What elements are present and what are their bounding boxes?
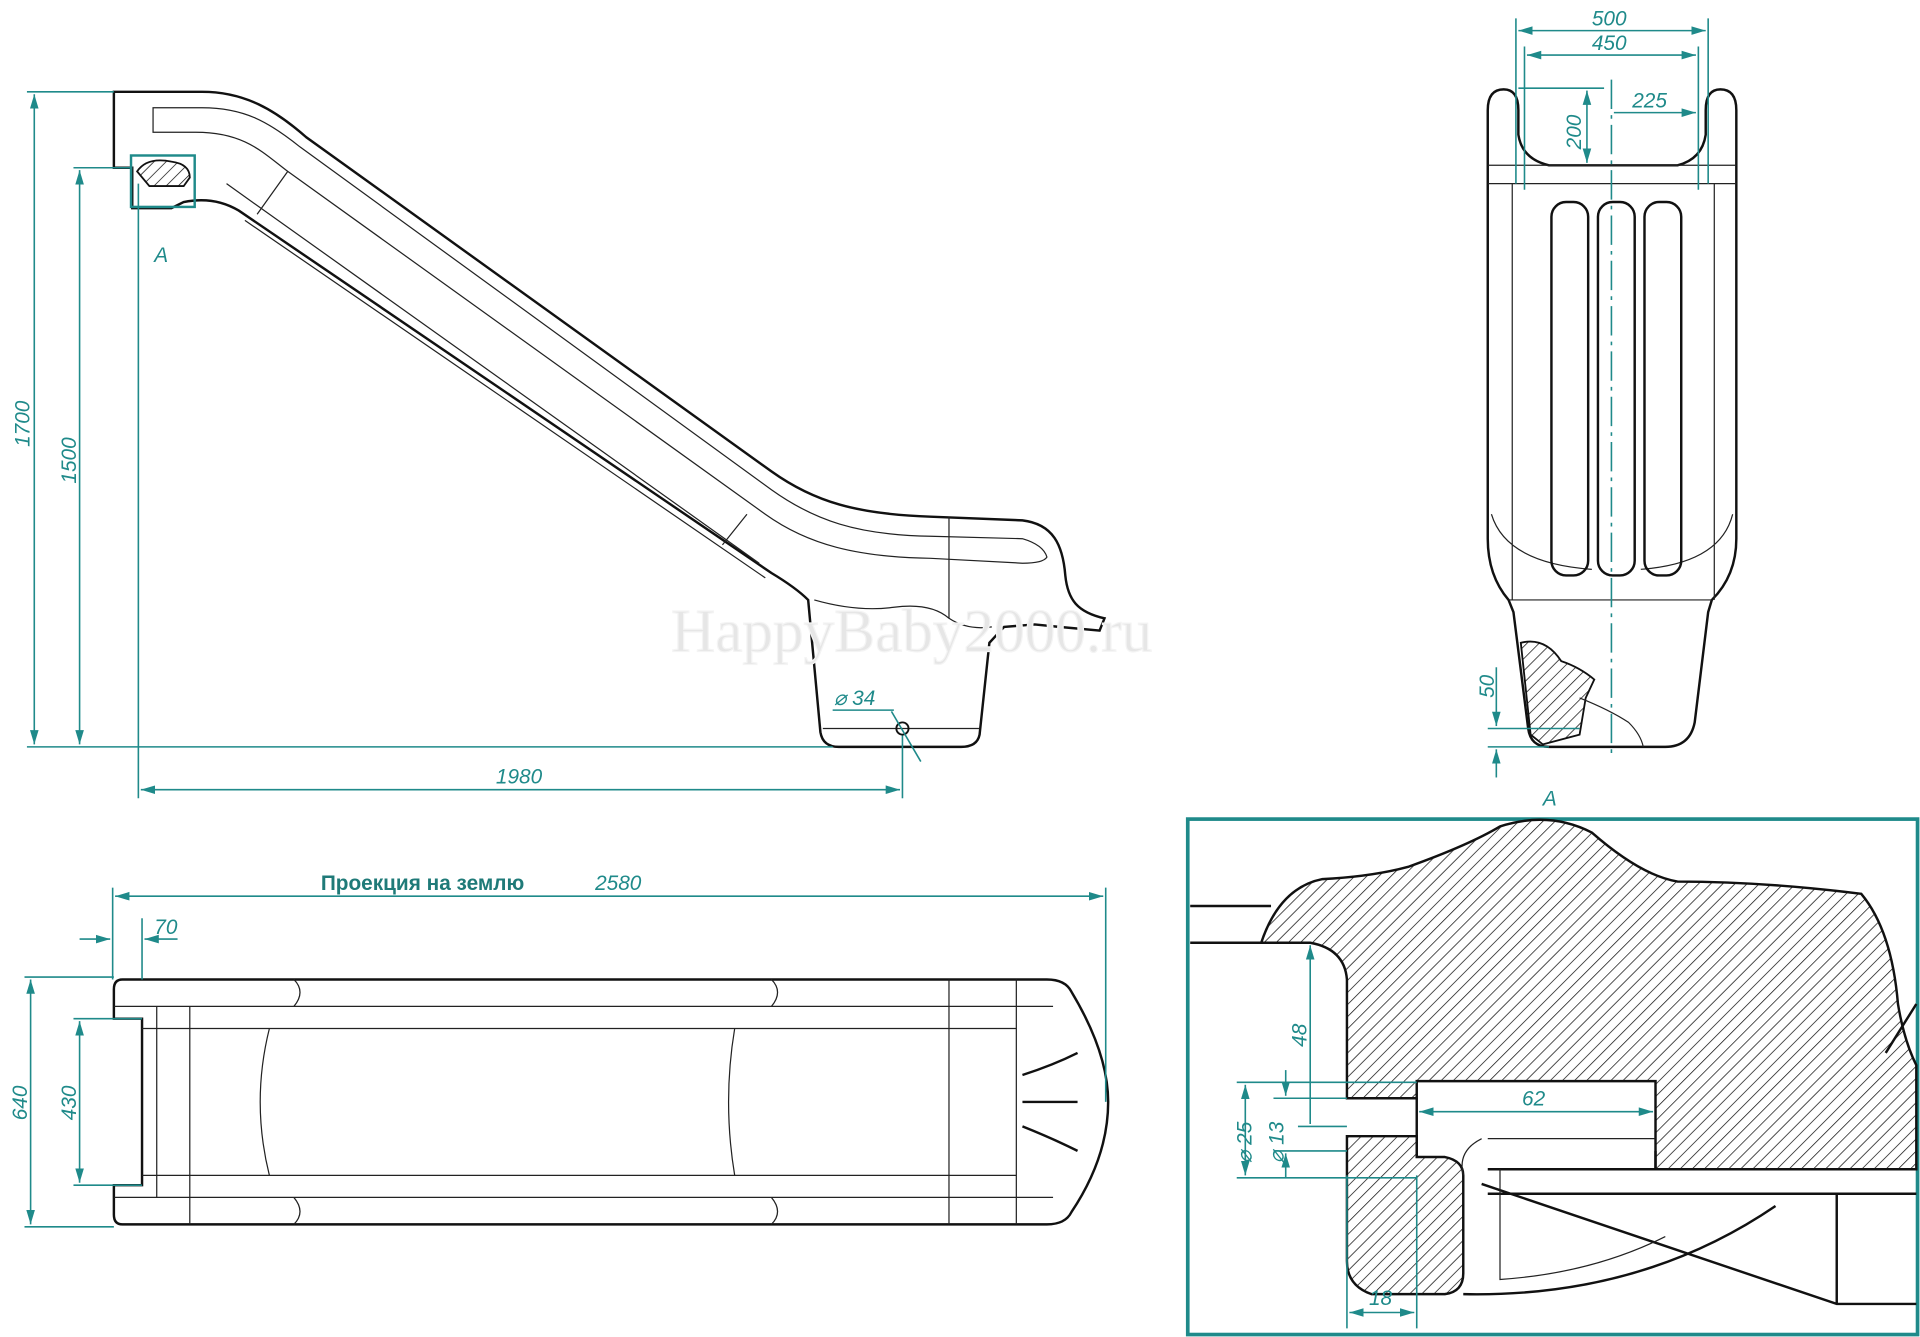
dim-horizontal-length: 1980 [496,766,543,789]
front-view-grooves [1550,200,1683,577]
dim-inner-width: 450 [1592,32,1627,55]
dim-overall-height: 1700 [11,400,34,447]
detail-a-hatch [135,159,191,188]
dim-inner-diameter: ⌀ 13 [1265,1121,1288,1163]
section-label: A [1541,788,1557,811]
detail-a-frame [129,154,196,209]
plan-view: Проекция на землю 2580 70 640 430 [9,872,1110,1228]
dim-outer-width: 500 [1592,8,1627,31]
dim-bottom-offset: 50 [1476,674,1499,698]
dim-slot-length: 62 [1522,1088,1546,1111]
slide-side-rail [152,107,1048,564]
dim-overlap: 70 [154,916,178,939]
slide-side-outline [112,90,1107,749]
watermark: HappyBaby2000.ru [671,597,1152,665]
dim-side-height: 200 [1563,114,1586,150]
dim-hole-diameter: ⌀ 34 [834,687,875,710]
detail-marker-label: A [152,244,168,267]
dim-platform-height: 1500 [58,437,81,484]
side-view: A 1700 1500 1980 ⌀ 34 [11,90,1107,799]
plan-view-title: Проекция на землю [321,872,524,895]
dim-ground-length: 2580 [594,872,642,895]
detail-a-view: 48 ⌀ 25 ⌀ 13 62 18 [1185,817,1920,1337]
front-section-hatch [1519,640,1596,746]
dim-wall-thickness: 18 [1369,1287,1393,1310]
dim-outer-diameter: ⌀ 25 [1233,1121,1256,1163]
plan-exit-ribs [1021,1051,1079,1152]
front-view: 500 450 225 200 50 A [1476,8,1738,811]
detail-a-section [1259,818,1918,1171]
dim-inner-width-plan: 430 [58,1085,81,1120]
dim-depth: 48 [1289,1023,1312,1047]
plan-view-outline [112,978,1110,1226]
dim-half-width: 225 [1631,90,1667,113]
front-view-outline [1486,88,1738,749]
dim-overall-width: 640 [9,1085,32,1120]
